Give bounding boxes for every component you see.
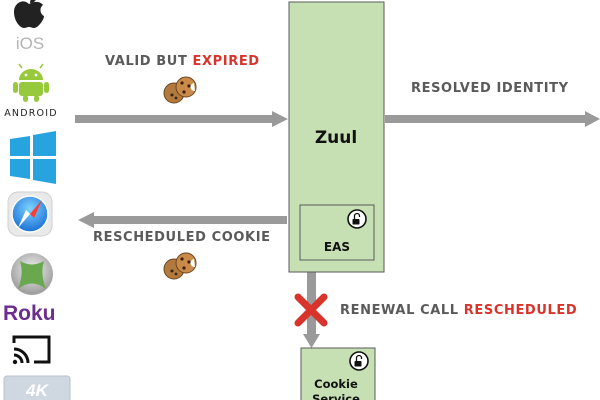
android-robot-icon bbox=[13, 63, 49, 102]
eas-label: EAS bbox=[324, 240, 350, 254]
windows-icon bbox=[10, 131, 56, 184]
valid-but-expired-label: VALID BUT EXPIRED bbox=[105, 54, 260, 69]
arrow-rescheduled-cookie bbox=[78, 212, 287, 228]
arrow-inbound bbox=[75, 111, 288, 127]
roku-logo: Roku bbox=[3, 302, 56, 325]
cookie-service-box: Cookie Service bbox=[300, 347, 376, 400]
apple-icon bbox=[14, 0, 44, 28]
red-x-icon bbox=[294, 293, 328, 327]
expired-label: EXPIRED bbox=[193, 54, 260, 69]
cookie-icon bbox=[163, 252, 197, 280]
unlock-icon bbox=[349, 351, 369, 371]
unlock-icon bbox=[347, 209, 367, 229]
renewal-call-rescheduled-label: RENEWAL CALL RESCHEDULED bbox=[340, 303, 577, 318]
cookie-service-label-line2: Service bbox=[312, 392, 360, 400]
platform-android: ANDROID bbox=[4, 63, 58, 119]
arrow-resolved-identity bbox=[385, 111, 600, 127]
android-label: ANDROID bbox=[4, 108, 58, 119]
arrow-renewal-call bbox=[303, 272, 320, 348]
eas-box: EAS bbox=[299, 204, 375, 261]
4k-badge-label: 4K bbox=[25, 381, 49, 400]
platform-ios: iOS bbox=[14, 0, 44, 53]
platform-4k: 4K bbox=[3, 375, 71, 400]
platform-roku: Roku bbox=[3, 302, 56, 325]
ios-label: iOS bbox=[16, 34, 44, 53]
cast-icon bbox=[12, 335, 51, 365]
renewal-call-label: RENEWAL CALL bbox=[340, 303, 464, 318]
cookie-service-label-line1: Cookie bbox=[314, 377, 358, 391]
safari-compass-icon bbox=[7, 191, 53, 237]
resolved-identity-label: RESOLVED IDENTITY bbox=[411, 81, 569, 96]
zuul-label: Zuul bbox=[315, 128, 357, 148]
cookie-icon bbox=[163, 76, 197, 104]
valid-but-label: VALID BUT bbox=[105, 54, 193, 69]
xbox-icon bbox=[11, 253, 53, 295]
rescheduled-cookie-label: RESCHEDULED COOKIE bbox=[93, 230, 271, 245]
rescheduled-label: RESCHEDULED bbox=[464, 303, 577, 318]
